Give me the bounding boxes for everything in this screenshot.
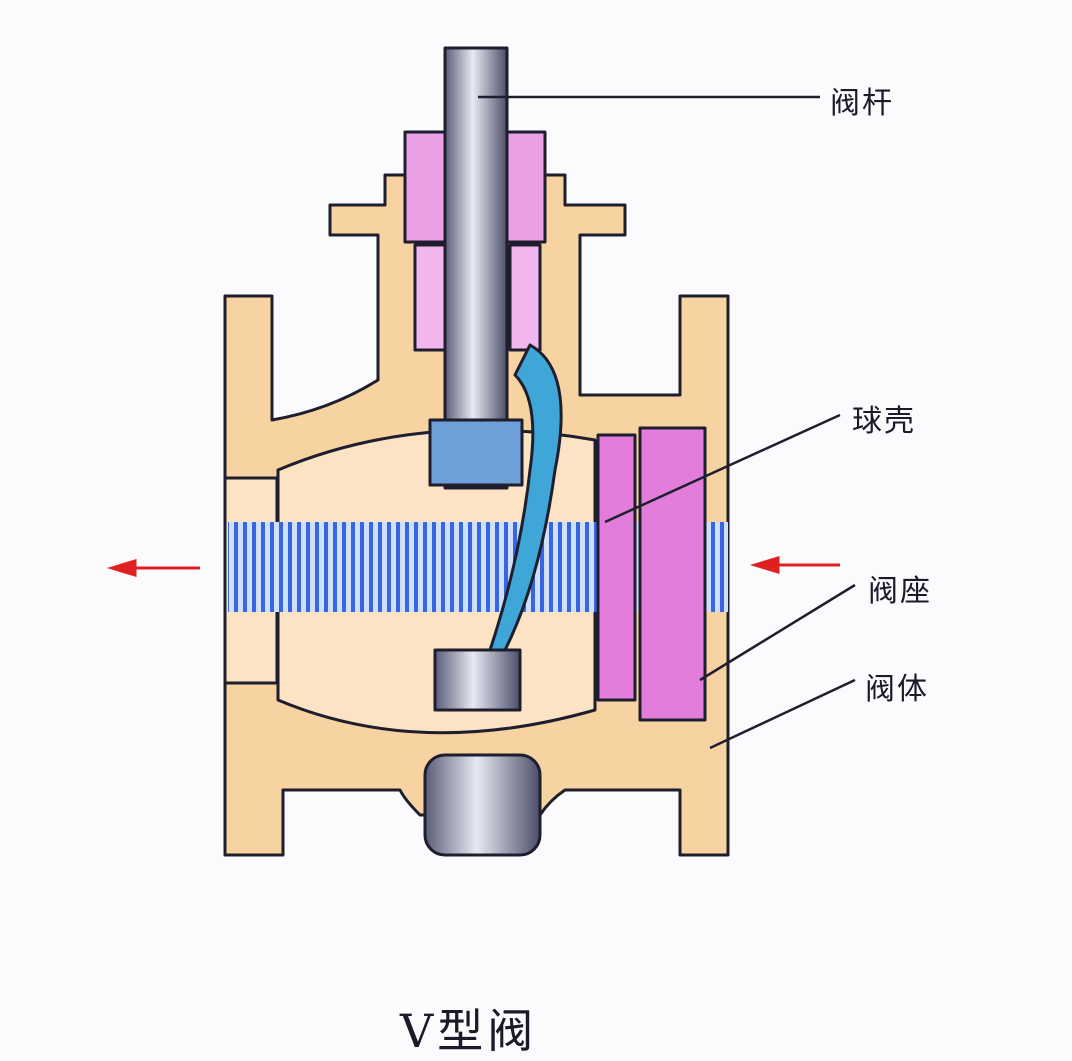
leader-seat: [699, 583, 856, 682]
valve-seat: [596, 426, 707, 722]
label-ball: 球壳: [852, 404, 916, 439]
packing-left: [413, 243, 447, 352]
stem-collar: [428, 418, 524, 487]
label-body: 阀体: [865, 672, 929, 707]
label-seat: 阀座: [868, 574, 932, 609]
lower-trunnion: [433, 648, 522, 712]
flow-arrow-right: [749, 555, 840, 575]
diagram-title: V型阀: [400, 1004, 538, 1058]
label-stem: 阀杆: [830, 86, 894, 121]
valve-stem: [443, 46, 509, 490]
leader-body: [709, 678, 856, 750]
leader-ball: [604, 413, 841, 524]
flow-arrow-left: [106, 558, 200, 578]
bottom-cap: [423, 753, 542, 857]
packing-right: [508, 243, 542, 352]
